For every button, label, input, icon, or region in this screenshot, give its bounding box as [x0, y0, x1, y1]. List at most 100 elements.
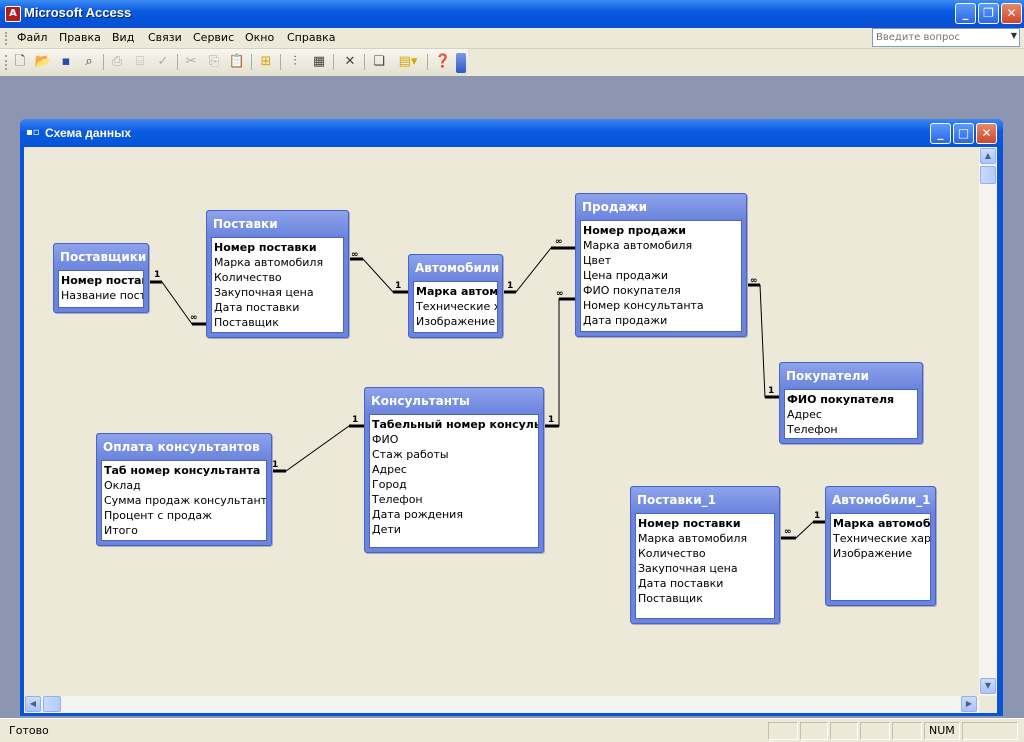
field-item[interactable]: Название поставщика — [61, 289, 143, 302]
scroll-up-icon[interactable]: ▲ — [980, 148, 996, 164]
restore-button[interactable]: ❐ — [978, 3, 999, 24]
table-title[interactable]: Поставщики — [54, 244, 148, 270]
field-item[interactable]: Процент с продаж — [104, 509, 213, 522]
table-title[interactable]: Оплата консультантов — [97, 434, 271, 460]
table-title[interactable]: Консультанты — [365, 388, 543, 414]
table-title[interactable]: Продажи — [576, 194, 746, 220]
print-icon[interactable]: ⎙ — [111, 54, 123, 69]
access-key-icon[interactable]: A — [5, 6, 21, 22]
field-list[interactable]: Номер поставщикаНазвание поставщика — [58, 270, 144, 308]
save-icon[interactable]: ▪ — [61, 54, 71, 69]
menu-help[interactable]: Справка — [287, 31, 336, 44]
field-item[interactable]: Технические характеристики — [416, 300, 497, 313]
table-title[interactable]: Поставки_1 — [631, 487, 779, 513]
preview-icon[interactable]: ⌸ — [136, 54, 144, 69]
menu-window[interactable]: Окно — [245, 31, 275, 44]
child-close-button[interactable]: ✕ — [976, 123, 997, 144]
horizontal-scroll-thumb[interactable] — [43, 696, 61, 712]
vertical-scrollbar[interactable]: ▲ ▼ — [979, 147, 997, 696]
primary-key-field[interactable]: Таб номер консультанта — [104, 464, 261, 477]
paste-icon[interactable]: 📋 — [228, 54, 246, 69]
field-item[interactable]: ФИО покупателя — [583, 284, 681, 297]
relationship-line[interactable] — [272, 425, 364, 472]
field-item[interactable]: Адрес — [372, 463, 407, 476]
field-item[interactable]: Дата поставки — [638, 577, 724, 590]
field-item[interactable]: Марка автомобиля — [214, 256, 324, 269]
field-item[interactable]: Поставщик — [638, 592, 703, 605]
horizontal-scrollbar[interactable]: ◀ ▶ — [24, 696, 979, 713]
field-item[interactable]: Цена продажи — [583, 269, 669, 282]
table-title[interactable]: Покупатели — [780, 363, 922, 389]
new-icon[interactable]: 🗋 — [14, 54, 26, 69]
field-item[interactable]: Дети — [372, 523, 401, 536]
field-item[interactable]: Цвет — [583, 254, 612, 267]
field-item[interactable]: Оклад — [104, 479, 141, 492]
vertical-scroll-thumb[interactable] — [980, 166, 996, 184]
cut-icon[interactable]: ✂ — [185, 54, 197, 69]
spelling-icon[interactable]: ✓ — [157, 54, 169, 69]
open-icon[interactable]: 📂 — [34, 54, 52, 69]
scroll-right-icon[interactable]: ▶ — [961, 696, 977, 712]
field-item[interactable]: Дата поставки — [214, 301, 300, 314]
field-list[interactable]: Марка автомобиляТехнические характеристи… — [413, 281, 498, 333]
child-maximize-button[interactable]: □ — [953, 123, 974, 144]
menu-grip-icon[interactable] — [5, 32, 8, 45]
menu-view[interactable]: Вид — [112, 31, 135, 44]
toolbar-grip-icon[interactable] — [5, 55, 8, 70]
primary-key-field[interactable]: Номер поставки — [638, 517, 741, 530]
table-title[interactable]: Автомобили_1 — [826, 487, 935, 513]
field-item[interactable]: Дата рождения — [372, 508, 463, 521]
field-item[interactable]: Изображение — [416, 315, 496, 328]
menu-relationships[interactable]: Связи — [148, 31, 182, 44]
field-item[interactable]: Количество — [638, 547, 706, 560]
help-icon[interactable]: ❓ — [434, 54, 452, 69]
table-title[interactable]: Поставки — [207, 211, 348, 237]
copy-icon[interactable]: ⎘ — [208, 54, 220, 69]
show-direct-icon[interactable]: ⫶ — [293, 54, 297, 69]
close-button[interactable]: ✕ — [1001, 3, 1022, 24]
new-object-menu-icon[interactable]: ▤▾ — [398, 54, 418, 69]
field-item[interactable]: Номер консультанта — [583, 299, 704, 312]
help-question-box[interactable]: ▼ — [872, 28, 1020, 47]
show-table-icon[interactable]: ⊞ — [260, 54, 272, 69]
field-item[interactable]: Закупочная цена — [214, 286, 314, 299]
primary-key-field[interactable]: Марка автомобиля — [833, 517, 930, 530]
toolbar-options-icon[interactable] — [456, 53, 466, 73]
field-item[interactable]: Изображение — [833, 547, 913, 560]
primary-key-field[interactable]: Номер продажи — [583, 224, 686, 237]
minimize-button[interactable]: _ — [955, 3, 976, 24]
field-item[interactable]: Количество — [214, 271, 282, 284]
scroll-down-icon[interactable]: ▼ — [980, 678, 996, 694]
relationship-line[interactable] — [503, 247, 575, 293]
primary-key-field[interactable]: Марка автомобиля — [416, 285, 497, 298]
field-item[interactable]: Стаж работы — [372, 448, 449, 461]
field-item[interactable]: Поставщик — [214, 316, 279, 329]
table-title[interactable]: Автомобили — [409, 255, 502, 281]
field-item[interactable]: Город — [372, 478, 407, 491]
primary-key-field[interactable]: Табельный номер консультанта — [372, 418, 538, 431]
primary-key-field[interactable]: ФИО покупателя — [787, 393, 895, 406]
print-preview-icon[interactable]: ⌕ — [85, 54, 93, 69]
field-item[interactable]: Телефон — [372, 493, 423, 506]
menu-file[interactable]: Файл — [17, 31, 48, 44]
new-object-icon[interactable]: ❏ — [373, 54, 385, 69]
primary-key-field[interactable]: Номер поставки — [214, 241, 317, 254]
chevron-down-icon[interactable]: ▼ — [1010, 31, 1017, 40]
primary-key-field[interactable]: Номер поставщика — [61, 274, 143, 287]
child-minimize-button[interactable]: _ — [930, 123, 951, 144]
relationship-line[interactable] — [747, 284, 779, 398]
